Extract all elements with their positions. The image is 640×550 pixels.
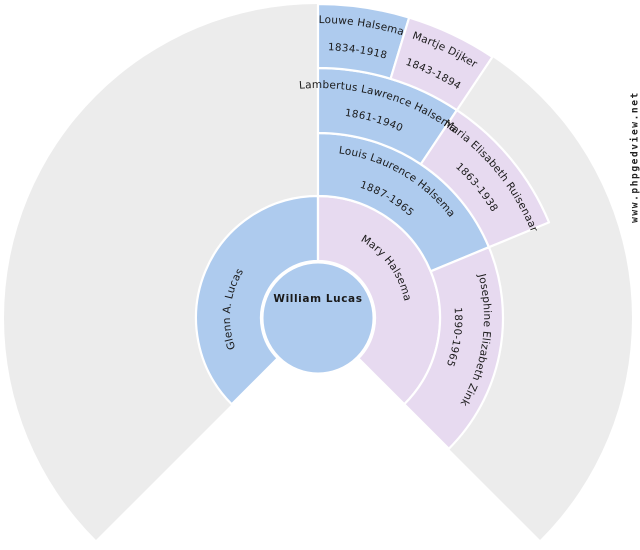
phpgedview-watermark: www.phpgedview.net — [629, 91, 640, 223]
fan-sectors-layer — [4, 2, 633, 541]
william-lucas-name-label: William Lucas — [273, 293, 362, 305]
sector-maria-elisabeth-ruisenaar[interactable] — [419, 109, 551, 249]
sector-william-lucas-center[interactable] — [260, 260, 376, 376]
sector-martje-dijker[interactable] — [389, 16, 494, 112]
sector-josephine-elizabeth-zink[interactable] — [403, 246, 505, 450]
